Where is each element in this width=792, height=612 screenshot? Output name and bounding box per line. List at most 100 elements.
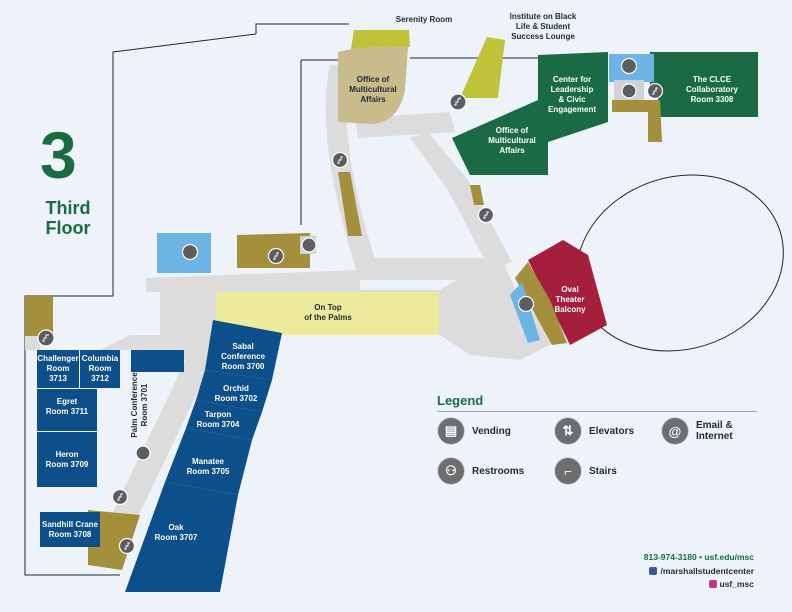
multicultural-upper-line3: Affairs [360, 95, 386, 104]
legend-stairs: ⌐ Stairs [555, 458, 617, 484]
legend-restrooms-label: Restrooms [472, 465, 525, 477]
restroom-markers [181, 57, 638, 313]
columbia-line2: Room [89, 364, 112, 373]
challenger-line1: Challenger [37, 354, 78, 363]
serenity-room-label: Serenity Room [396, 15, 452, 24]
legend-email-label: Email & Internet [696, 420, 733, 442]
oval-line1: Oval [561, 285, 578, 294]
legend-vending-label: Vending [472, 425, 511, 437]
legend-elevators: ⇅ Elevators [555, 418, 634, 444]
tarpon-line2: Room 3704 [197, 420, 240, 429]
multicultural-affairs-lower [452, 100, 548, 175]
marker-glyphs [42, 87, 658, 550]
manatee-line1: Manatee [192, 457, 225, 466]
at-sign-icon: @ [662, 418, 688, 444]
legend-divider [437, 411, 757, 412]
stair-block-north [612, 100, 662, 142]
legend-stairs-label: Stairs [589, 465, 617, 477]
legend-elevators-label: Elevators [589, 425, 635, 437]
on-top-line1: On Top [314, 303, 342, 312]
instagram-handle-text: usf_msc [719, 579, 755, 589]
egret-line1: Egret [57, 397, 78, 406]
oak-room [125, 482, 238, 592]
egret-room [37, 389, 97, 431]
multicultural-lower-line1: Office of [496, 126, 529, 135]
multicultural-lower-line3: Affairs [499, 146, 525, 155]
stair-north-corridor [338, 172, 362, 236]
sandhill-line2: Room 3708 [49, 530, 92, 539]
heron-room [37, 432, 97, 487]
challenger-room [37, 350, 79, 388]
challenger-line2: Room [47, 364, 70, 373]
columbia-line1: Columbia [82, 354, 119, 363]
leadership-line3: & Civic [558, 95, 586, 104]
facebook-handle-text: /marshallstudentcenter [660, 566, 754, 576]
instagram-handle[interactable]: usf_msc [708, 579, 755, 589]
clce-line3: Room 3308 [691, 95, 734, 104]
palm-conference-room-block [131, 350, 184, 372]
columbia-line3: 3712 [91, 374, 109, 383]
oak-line1: Oak [168, 523, 184, 532]
leadership-line1: Center for [553, 75, 591, 84]
sabal-conference-room [205, 320, 282, 380]
sabal-line1: Sabal [232, 342, 253, 351]
stairs-icon: ⌐ [555, 458, 581, 484]
stair-wing [88, 510, 140, 570]
heron-line1: Heron [55, 450, 78, 459]
floor-number: 3 [40, 118, 77, 192]
floor-name: Third Floor [45, 198, 91, 238]
manatee-room [165, 428, 252, 495]
institute-label-line1: Institute on Black [510, 12, 577, 21]
facebook-handle[interactable]: /marshallstudentcenter [649, 566, 754, 576]
clce-line2: Collaboratory [686, 85, 739, 94]
orchid-line1: Orchid [223, 384, 249, 393]
egret-line2: Room 3711 [46, 407, 89, 416]
palm-line1: Palm Conference [130, 372, 139, 438]
institute-black-life [460, 37, 505, 98]
stair-north-east [470, 185, 484, 205]
stair-oval [515, 262, 567, 345]
challenger-line3: 3713 [49, 374, 67, 383]
institute-label-line2: Life & Student [516, 22, 571, 31]
multicultural-lower-line2: Multicultural [488, 136, 536, 145]
oval-line2: Theater [556, 295, 585, 304]
orchid-room [196, 370, 272, 412]
multicultural-upper-line2: Multicultural [349, 85, 397, 94]
tarpon-line1: Tarpon [205, 410, 232, 419]
sabal-line3: Room 3700 [222, 362, 265, 371]
sandhill-line1: Sandhill Crane [42, 520, 99, 529]
instagram-icon [708, 580, 717, 588]
orchid-line2: Room 3702 [215, 394, 258, 403]
elevator-icon: ⇅ [555, 418, 581, 444]
oval-theater-balcony [528, 240, 607, 345]
legend-email: @ Email & Internet [662, 418, 746, 444]
elevator-markers [135, 83, 637, 461]
legend-restrooms: ⚇ Restrooms [438, 458, 524, 484]
oval-line3: Balcony [554, 305, 586, 314]
tarpon-room [186, 400, 262, 440]
clce-line1: The CLCE [693, 75, 732, 84]
stair-west [25, 296, 53, 336]
multicultural-upper-line1: Office of [357, 75, 390, 84]
leadership-line4: Engagement [548, 105, 596, 114]
room-labels: Serenity Room Institute on Black Life & … [37, 12, 738, 542]
multicultural-affairs-upper [338, 46, 408, 124]
restroom-oval [510, 282, 540, 343]
heron-line2: Room 3709 [46, 460, 89, 469]
center-for-leadership [538, 52, 608, 142]
contact-line: 813-974-3180 • usf.edu/msc [643, 552, 754, 562]
legend-vending: ▤ Vending [438, 418, 511, 444]
restroom-icon: ⚇ [438, 458, 464, 484]
sandhill-crane-room [40, 512, 100, 547]
institute-label-line3: Success Lounge [511, 32, 575, 41]
oak-line2: Room 3707 [155, 533, 198, 542]
sabal-line2: Conference [221, 352, 266, 361]
facebook-icon [649, 567, 658, 575]
manatee-line2: Room 3705 [187, 467, 230, 476]
leadership-line2: Leadership [551, 85, 594, 94]
on-top-line2: of the Palms [304, 313, 352, 322]
legend-title: Legend [437, 393, 484, 408]
vending-icon: ▤ [438, 418, 464, 444]
palm-line2: Room 3701 [140, 383, 149, 426]
